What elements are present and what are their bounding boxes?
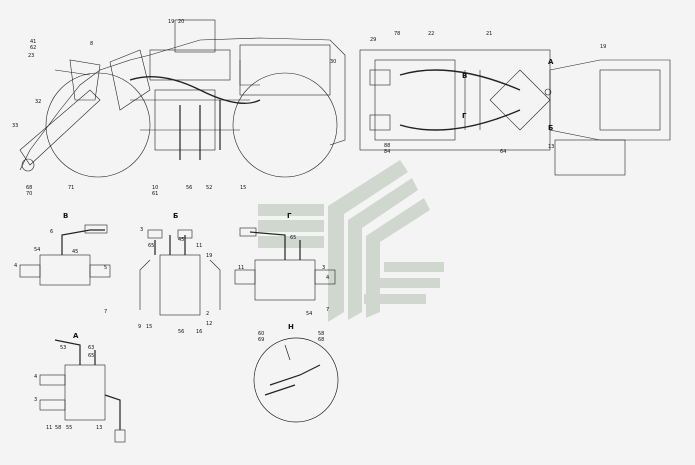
db-label-56: 56 (178, 329, 185, 335)
callout-13: 13 (548, 144, 555, 150)
da-label-11: 11 (46, 425, 53, 431)
db-label-16: 16 (196, 329, 203, 335)
detail-b (139, 229, 221, 316)
callout-41: 41 (30, 39, 37, 45)
detail-v (19, 224, 111, 286)
callout-88: 88 (384, 143, 391, 149)
callout-33: 33 (12, 123, 19, 129)
detail-g (234, 227, 336, 301)
top-view (359, 49, 671, 176)
section-title-h: Н (288, 323, 294, 331)
callout-23: 23 (28, 53, 35, 59)
callout-19-top: 19 (600, 44, 607, 50)
db-label-2: 2 (206, 311, 210, 317)
callout-61: 61 (152, 191, 159, 197)
callout-62: 62 (30, 45, 37, 51)
callout-52: 52 (206, 185, 213, 191)
callout-15: 15 (240, 185, 247, 191)
db-label-3: 3 (140, 227, 144, 233)
callout-22: 22 (428, 31, 435, 37)
da-label-4: 4 (34, 374, 38, 380)
dh-label-69: 69 (258, 337, 265, 343)
detail-h (253, 337, 339, 423)
callout-21: 21 (486, 31, 493, 37)
db-label-11: 11 (196, 243, 203, 249)
da-label-58: 58 (55, 425, 62, 431)
dh-label-58: 58 (318, 331, 325, 337)
dv-label-4: 4 (14, 263, 18, 269)
callout-29: 29 (370, 37, 377, 43)
da-label-63: 63 (88, 345, 95, 351)
dv-label-45: 45 (72, 249, 79, 255)
callout-51: 56 (186, 185, 193, 191)
callout-68: 68 (26, 185, 33, 191)
dg-label-7: 7 (326, 307, 330, 313)
callout-84: 84 (384, 149, 391, 155)
section-title-a: A (73, 332, 79, 340)
callout-10: 10 (152, 185, 159, 191)
dv-label-54: 54 (34, 247, 41, 253)
dv-label-5: 5 (104, 265, 108, 271)
section-title-b: Б (173, 212, 179, 220)
detail-a (39, 339, 126, 443)
callout-78: 78 (394, 31, 401, 37)
callout-70: 70 (26, 191, 33, 197)
callout-64: 64 (500, 149, 507, 155)
dv-label-7: 7 (104, 309, 108, 315)
top-marker-a: A (548, 58, 554, 66)
callout-20: 20 (178, 19, 185, 25)
db-label-65: 65 (148, 243, 155, 249)
db-label-45: 45 (178, 237, 185, 243)
dg-label-65: 65 (290, 235, 297, 241)
dg-label-54: 54 (306, 311, 313, 317)
da-label-3: 3 (34, 397, 38, 403)
callout-30: 30 (330, 59, 337, 65)
side-view (19, 19, 346, 178)
callout-8: 8 (90, 41, 94, 47)
da-label-13: 13 (96, 425, 103, 431)
section-title-g: Г (287, 212, 292, 220)
callout-32: 32 (35, 99, 42, 105)
db-label-12: 12 (206, 321, 213, 327)
dh-label-60: 60 (258, 331, 265, 337)
db-label-19: 19 (206, 253, 213, 259)
da-label-53: 53 (60, 345, 67, 351)
da-label-55: 55 (66, 425, 73, 431)
callout-71: 71 (68, 185, 75, 191)
dh-label-68: 68 (318, 337, 325, 343)
dg-label-11: 11 (238, 265, 245, 271)
da-label-65: 65 (88, 353, 95, 359)
section-title-v: В (63, 212, 69, 220)
dg-label-3: 3 (322, 265, 326, 271)
dg-label-4: 4 (326, 275, 330, 281)
db-label-15: 15 (146, 324, 153, 330)
top-marker-v: В (462, 72, 468, 80)
dv-label-6: 6 (50, 229, 54, 235)
top-marker-g: Г (462, 112, 467, 120)
callout-19: 19 (168, 19, 175, 25)
watermark-logo (258, 160, 444, 322)
top-marker-b: Б (548, 124, 554, 132)
db-label-9: 9 (138, 324, 142, 330)
